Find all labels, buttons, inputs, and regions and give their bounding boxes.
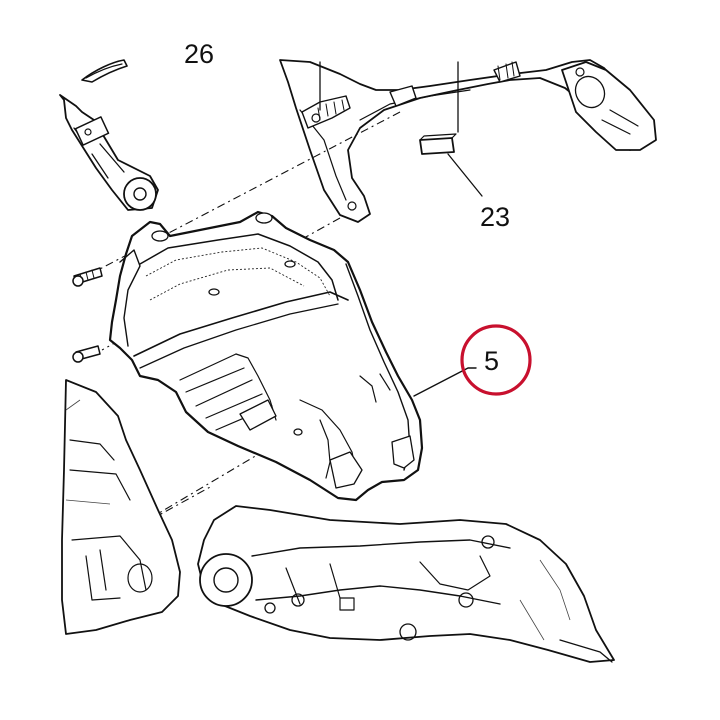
small-block-part: [419, 133, 457, 155]
lower-left-housing-part: [61, 379, 181, 635]
cover-housing-part-5: [108, 210, 424, 502]
cover-bosses: [151, 212, 303, 436]
screw-upper: [72, 267, 103, 287]
upper-frame-part: [279, 59, 657, 223]
base-arm-part: [197, 505, 615, 663]
callout-5-highlight-ring: [460, 324, 532, 396]
callout-23: 23: [447, 61, 510, 232]
assembly-guide-lines: [97, 111, 401, 521]
bracket-clip-part: [81, 59, 128, 83]
cover-ribs: [179, 353, 277, 431]
callout-5: 5: [413, 324, 532, 397]
callout-23-label: 23: [480, 202, 510, 232]
screw-lower: [72, 345, 101, 363]
callout-5-label: 5: [484, 346, 499, 376]
callout-26-label: 26: [184, 39, 214, 69]
rib-block-right: [389, 61, 521, 107]
base-arm-bosses: [264, 535, 495, 641]
callout-26: 26: [184, 39, 214, 69]
pivot-pin-part: [59, 94, 159, 211]
